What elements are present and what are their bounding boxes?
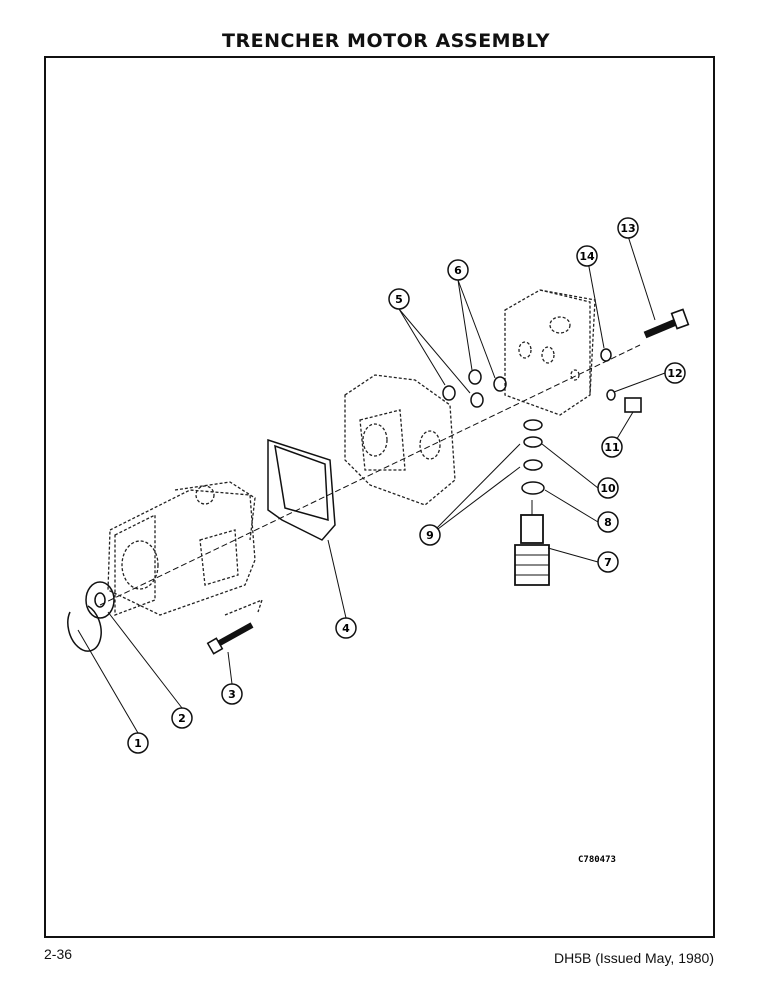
callout-label-2: 2 <box>178 712 186 725</box>
callout-label-4: 4 <box>342 622 350 635</box>
callout-label-8: 8 <box>604 516 612 529</box>
page-number: 2-36 <box>44 946 73 962</box>
part-seal-rings-8-9-10 <box>521 419 545 495</box>
callout-1: 1 <box>127 732 149 754</box>
part-gasket <box>267 438 336 541</box>
callout-13: 13 <box>617 217 639 239</box>
page-title: TRENCHER MOTOR ASSEMBLY <box>222 30 550 52</box>
part-pump-body <box>344 374 456 506</box>
callout-10: 10 <box>597 477 619 499</box>
callout-5: 5 <box>388 288 410 310</box>
leader-lines <box>77 235 666 734</box>
callout-label-6: 6 <box>454 264 462 277</box>
callout-9: 9 <box>419 524 441 546</box>
part-snap-ring <box>67 605 102 652</box>
callout-label-10: 10 <box>600 482 616 495</box>
callout-14: 14 <box>576 245 598 267</box>
callout-4: 4 <box>335 617 357 639</box>
callout-label-13: 13 <box>620 222 635 235</box>
callout-2: 2 <box>171 707 193 729</box>
callout-label-11: 11 <box>604 441 619 454</box>
callout-label-7: 7 <box>604 556 612 569</box>
callout-label-12: 12 <box>667 367 682 380</box>
part-small-o-ring <box>606 389 616 401</box>
document-reference: DH5B (Issued May, 1980) <box>553 950 714 966</box>
diagram-frame <box>44 56 715 938</box>
assembly-centerline <box>99 344 641 606</box>
callout-label-14: 14 <box>579 250 595 263</box>
callout-label-5: 5 <box>395 293 403 306</box>
drawing-code: C780473 <box>578 855 616 865</box>
callout-label-1: 1 <box>134 737 142 750</box>
part-washer <box>600 348 612 362</box>
callout-3: 3 <box>221 683 243 705</box>
part-cartridge-valve <box>514 500 550 586</box>
part-cap-screw <box>643 308 690 339</box>
part-bolt <box>206 598 264 655</box>
part-o-rings-5-6 <box>442 369 507 408</box>
part-seal-washer <box>85 581 115 619</box>
part-plug <box>624 397 642 413</box>
callout-label-9: 9 <box>426 529 434 542</box>
callout-7: 7 <box>597 551 619 573</box>
callout-11: 11 <box>601 436 623 458</box>
callout-12: 12 <box>664 362 686 384</box>
callout-label-3: 3 <box>228 688 236 701</box>
callout-8: 8 <box>597 511 619 533</box>
callout-6: 6 <box>447 259 469 281</box>
part-valve-block <box>504 289 596 416</box>
part-motor-housing <box>107 481 256 616</box>
